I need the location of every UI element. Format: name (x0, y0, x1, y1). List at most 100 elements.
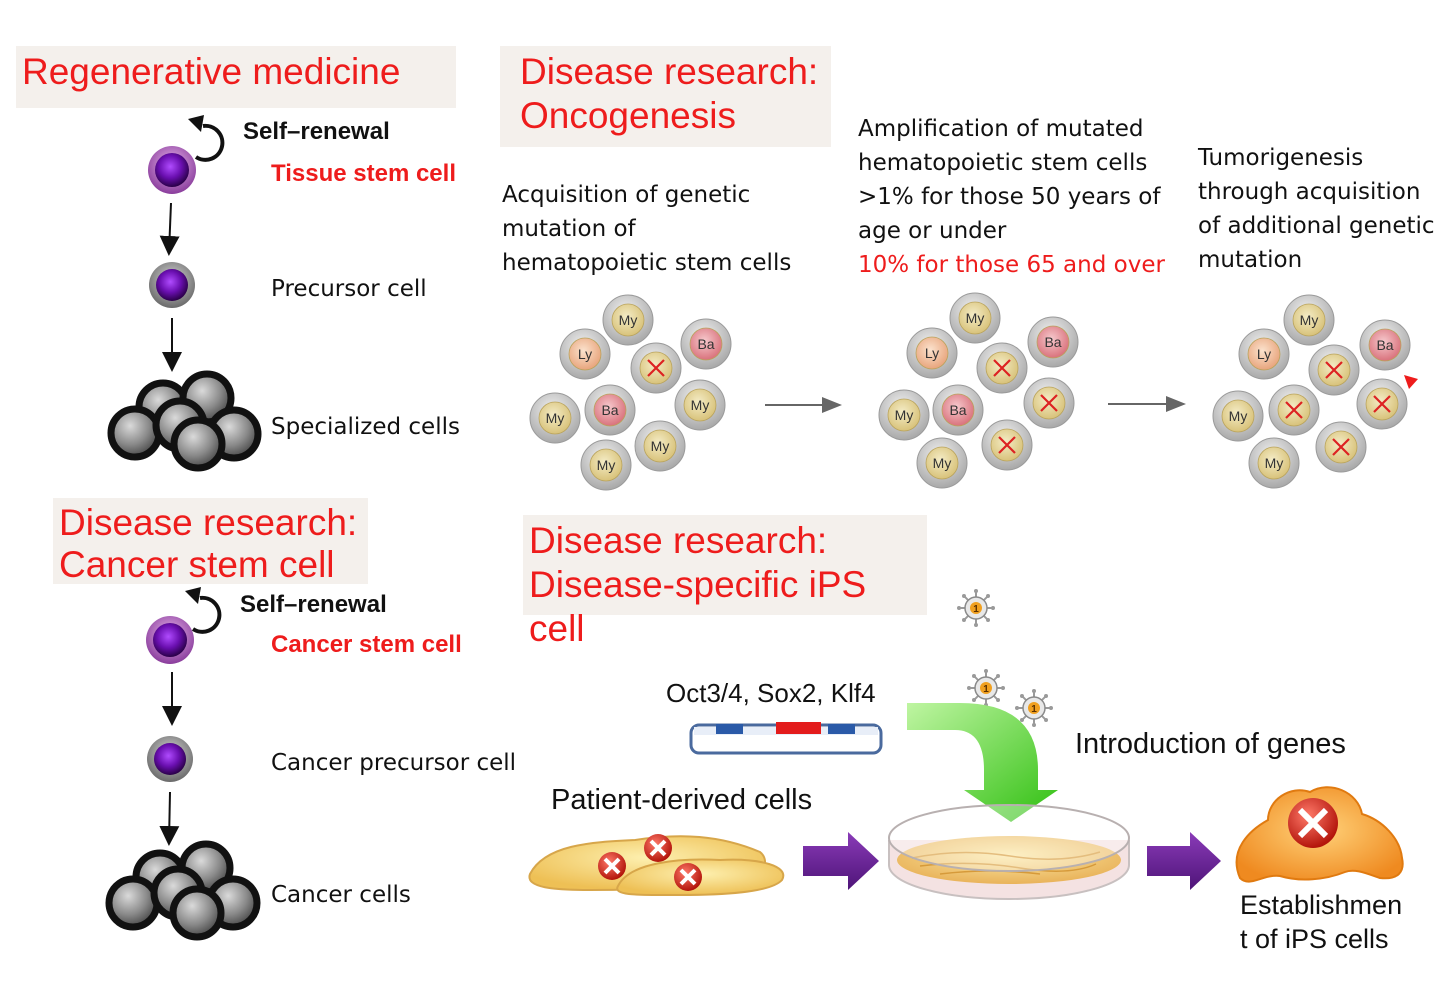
onco-step1-text: Acquisition of genetic mutation of hemat… (502, 182, 792, 276)
blood-cell-my: My (1248, 437, 1300, 489)
blood-cell-ba: Ba (932, 384, 984, 436)
cell-type-label: My (933, 455, 952, 471)
blood-cell-my: My (878, 389, 930, 441)
cancer-self-renewal-label: Self–renewal (240, 591, 387, 618)
mutated-stem-cell (630, 342, 682, 394)
virus-vector-label: 1 (983, 684, 989, 695)
blood-cell-ly: Ly (1238, 328, 1290, 380)
plasmid-icon (689, 722, 883, 755)
mutation-cross-icon (1332, 438, 1350, 456)
regen-self-renewal-label: Self–renewal (243, 118, 390, 145)
blood-cell-my: My (602, 294, 654, 346)
regen-title: Regenerative medicine (16, 46, 456, 108)
cell-type-label: Ba (949, 402, 966, 418)
cell-type-label: My (619, 312, 638, 328)
specialized-cells-icon (107, 370, 262, 472)
introduction-of-genes-label: Introduction of genes (1075, 728, 1346, 760)
genes-label: Oct3/4, Sox2, Klf4 (666, 678, 876, 708)
mutation-cross-icon (1040, 394, 1058, 412)
mutated-stem-cell (981, 419, 1033, 471)
cancer-cells-label: Cancer cells (271, 882, 411, 908)
precursor-cell-icon (149, 262, 195, 308)
cell-type-label: My (895, 407, 914, 423)
blood-cell-ly: Ly (906, 327, 958, 379)
cell-type-label: Ly (925, 345, 939, 361)
virus-vector-icon: 1 (957, 589, 995, 627)
blood-cell-ba: Ba (584, 384, 636, 436)
cell-type-label: Ba (1044, 334, 1061, 350)
process-arrow-icon (803, 832, 879, 890)
virus-vector-label: 1 (1031, 704, 1037, 715)
virus-vector-label: 1 (973, 604, 979, 615)
cell-type-label: Ba (1376, 337, 1393, 353)
blood-cell-ba: Ba (1359, 319, 1411, 371)
cancer-stem-cell-icon (146, 616, 194, 664)
process-arrow-icon (1147, 832, 1221, 890)
cancer-precursor-cell-label: Cancer precursor cell (271, 750, 517, 776)
blood-cell-my: My (949, 292, 1001, 344)
cell-type-label: Ly (1257, 346, 1271, 362)
blood-cell-my: My (580, 439, 632, 491)
blood-cell-my: My (916, 437, 968, 489)
blood-cell-my: My (1283, 294, 1335, 346)
establishment-label: Establishmen t of iPS cells (1240, 890, 1403, 954)
cell-type-label: My (546, 410, 565, 426)
mutated-stem-cell (1356, 378, 1408, 430)
mutated-stem-cell (1268, 384, 1320, 436)
mutated-stem-cell (976, 342, 1028, 394)
virus-vectors: 1 1 1 (957, 589, 1053, 727)
regen-self-renewal-icon (188, 115, 225, 162)
blood-cell-my: My (1212, 390, 1264, 442)
blood-cell-ba: Ba (1027, 316, 1079, 368)
onco-step3-text: Tumorigenesis through acquisition of add… (1198, 145, 1435, 273)
cell-type-label: Ba (601, 402, 618, 418)
cancer-cells-icon (105, 840, 261, 941)
cancer-precursor-cell-icon (147, 736, 193, 782)
cell-type-label: My (691, 397, 710, 413)
blood-cell-ly: Ly (559, 328, 611, 380)
patient-derived-cells-label: Patient-derived cells (551, 784, 813, 816)
cell-type-label: My (1300, 312, 1319, 328)
mutation-cross-icon (993, 359, 1011, 377)
cell-type-label: My (597, 457, 616, 473)
cancer-self-renewal-icon (185, 587, 222, 634)
blood-cell-my: My (634, 420, 686, 472)
ips-title: Disease research: Disease-specific iPS c… (523, 515, 927, 649)
tissue-stem-cell-icon (148, 146, 196, 194)
onco-step2-red-text: 10% for those 65 and over (858, 252, 1165, 278)
mutation-cross-icon (998, 436, 1016, 454)
cell-type-label: My (651, 438, 670, 454)
additional-mutation-marker (1404, 375, 1418, 389)
blood-cell-ba: Ba (680, 318, 732, 370)
cell-type-label: My (1229, 408, 1248, 424)
blood-cell-my: My (674, 379, 726, 431)
cell-type-label: My (966, 310, 985, 326)
patient-derived-cells-icon (528, 834, 785, 897)
virus-vector-icon: 1 (1015, 689, 1053, 727)
specialized-cells-label: Specialized cells (271, 414, 460, 440)
cell-type-label: Ba (697, 336, 714, 352)
cancer-stem-cell-label: Cancer stem cell (271, 631, 462, 658)
mutation-cross-icon (647, 359, 665, 377)
virus-vector-icon: 1 (967, 669, 1005, 707)
mutated-stem-cell (1023, 377, 1075, 429)
mutation-cross-icon (674, 863, 702, 891)
precursor-cell-label: Precursor cell (271, 276, 427, 302)
green-gene-transfer-arrow (907, 703, 1058, 822)
mutation-cross-icon (1373, 395, 1391, 413)
mutation-cross-icon (1285, 401, 1303, 419)
petri-dish-icon (888, 804, 1130, 900)
onco-step2-text: Amplification of mutated hematopoietic s… (858, 116, 1161, 244)
mutated-stem-cell (1315, 421, 1367, 473)
mutated-stem-cell (1308, 344, 1360, 396)
cell-type-label: Ly (578, 346, 592, 362)
tissue-stem-cell-label: Tissue stem cell (271, 160, 456, 187)
ips-cell-icon (1235, 786, 1404, 883)
mutation-cross-icon (644, 834, 672, 862)
cancer-title: Disease research: Cancer stem cell (53, 498, 368, 585)
mutation-cross-icon (1325, 361, 1343, 379)
onco-title: Disease research: Oncogenesis (500, 46, 831, 147)
blood-cell-my: My (529, 392, 581, 444)
